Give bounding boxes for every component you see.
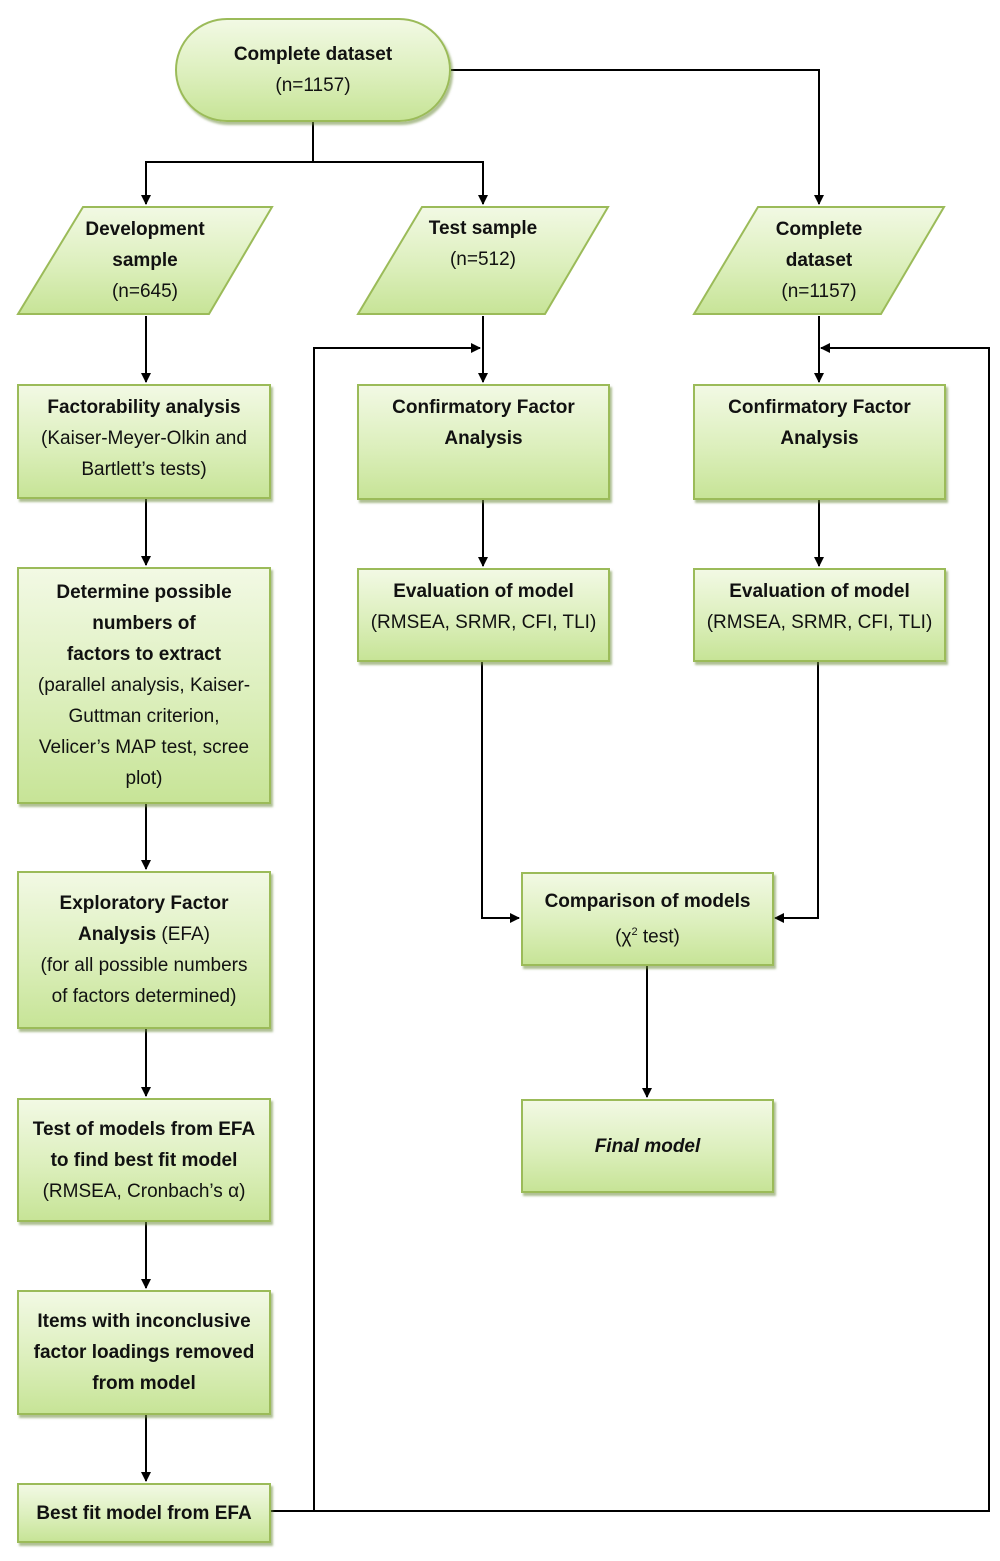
node-title-line-2: Analysis — [444, 428, 523, 449]
cfa-test-sample-node: Confirmatory Factor Analysis — [357, 384, 610, 500]
test-of-models-node: Test of models from EFA to find best fit… — [17, 1098, 271, 1222]
connector-split-to-test — [313, 161, 488, 205]
node-detail-line-1: (parallel analysis, Kaiser- — [37, 675, 251, 696]
cfa-complete-dataset-node: Confirmatory Factor Analysis — [693, 384, 946, 500]
exploratory-factor-analysis-node: Exploratory Factor Analysis (EFA) (for a… — [17, 871, 271, 1029]
node-detail-line-2: of factors determined) — [51, 986, 237, 1007]
items-removed-node: Items with inconclusive factor loadings … — [17, 1290, 271, 1415]
node-title-line-2: Analysis — [780, 428, 859, 449]
node-title-line-2: Analysis (EFA) — [78, 919, 210, 950]
node-count: (n=1157) — [275, 75, 351, 96]
test-label: test) — [637, 926, 680, 948]
node-title-line-1: Confirmatory Factor — [728, 397, 911, 418]
node-count: (n=645) — [111, 281, 179, 302]
complete-dataset-branch-node: Complete dataset (n=1157) — [692, 205, 946, 316]
node-title-line-2: sample — [112, 250, 178, 271]
node-title-line-1: Confirmatory Factor — [392, 397, 575, 418]
final-model-node: Final model — [521, 1099, 774, 1193]
node-title: Complete dataset — [233, 44, 393, 65]
parallelogram-shape — [16, 206, 274, 315]
evaluation-complete-dataset-node: Evaluation of model (RMSEA, SRMR, CFI, T… — [693, 568, 946, 662]
node-title: Comparison of models — [544, 890, 751, 912]
chi-symbol: (χ — [615, 926, 632, 948]
connector-split-to-development — [141, 161, 313, 205]
node-title-line-1: Complete — [775, 219, 863, 240]
node-detail-line-2: Bartlett’s tests) — [81, 459, 207, 480]
node-detail: (RMSEA, SRMR, CFI, TLI) — [370, 612, 597, 633]
node-title-line-1: Test of models from EFA — [32, 1118, 256, 1140]
node-detail-line-4: plot) — [125, 768, 163, 789]
node-title: Final model — [594, 1135, 701, 1157]
node-title: Factorability analysis — [47, 397, 241, 418]
connector-top-to-complete — [451, 69, 824, 205]
node-title: Best fit model from EFA — [36, 1502, 252, 1524]
node-detail-line-1: (Kaiser-Meyer-Olkin and — [41, 428, 247, 449]
node-title-line-1: Determine possible — [56, 582, 232, 603]
node-title: Evaluation of model — [729, 581, 910, 602]
best-fit-model-node: Best fit model from EFA — [17, 1483, 271, 1543]
node-title: Evaluation of model — [393, 581, 574, 602]
node-title-line-1: Development — [85, 219, 205, 240]
node-detail: (RMSEA, SRMR, CFI, TLI) — [706, 612, 933, 633]
node-detail: (RMSEA, Cronbach’s α) — [42, 1180, 246, 1202]
node-title-line-1: Items with inconclusive — [37, 1311, 251, 1332]
complete-dataset-start-node: Complete dataset (n=1157) — [175, 18, 451, 122]
node-title-suffix: (EFA) — [156, 924, 210, 945]
parallelogram-shape — [692, 206, 946, 315]
node-title-line-2: to find best fit model — [50, 1149, 238, 1171]
node-detail: (χ2 test) — [615, 917, 680, 952]
parallelogram-shape — [356, 206, 610, 315]
node-title-line-1: Exploratory Factor — [59, 893, 229, 914]
node-detail-line-3: Velicer’s MAP test, scree — [38, 737, 250, 758]
node-title-emphasis: Analysis — [78, 924, 157, 945]
connector-best-fit-to-complete-cfa — [314, 343, 990, 1512]
connector-eval-complete-to-comparison — [774, 662, 819, 923]
development-sample-node: Development sample (n=645) — [16, 205, 274, 316]
node-title-line-2: dataset — [785, 250, 853, 271]
evaluation-test-sample-node: Evaluation of model (RMSEA, SRMR, CFI, T… — [357, 568, 610, 662]
determine-factors-node: Determine possible numbers of factors to… — [17, 567, 271, 804]
node-title-line-3: factors to extract — [66, 644, 222, 665]
node-title: Test sample — [428, 218, 538, 239]
node-title-line-2: numbers of — [92, 613, 196, 634]
node-title-line-2: factor loadings removed — [33, 1342, 255, 1363]
chi-superscript: 2 — [631, 925, 638, 938]
node-title-line-3: from model — [92, 1373, 196, 1394]
node-detail-line-1: (for all possible numbers — [40, 955, 248, 976]
connector-best-fit-to-test-cfa — [271, 343, 481, 1512]
connector-eval-test-to-comparison — [481, 662, 520, 923]
node-detail-line-2: Guttman criterion, — [68, 706, 220, 727]
test-sample-node: Test sample (n=512) — [356, 205, 610, 316]
node-count: (n=1157) — [781, 281, 857, 302]
comparison-of-models-node: Comparison of models (χ2 test) — [521, 872, 774, 966]
factorability-analysis-node: Factorability analysis (Kaiser-Meyer-Olk… — [17, 384, 271, 499]
node-count: (n=512) — [449, 249, 517, 270]
